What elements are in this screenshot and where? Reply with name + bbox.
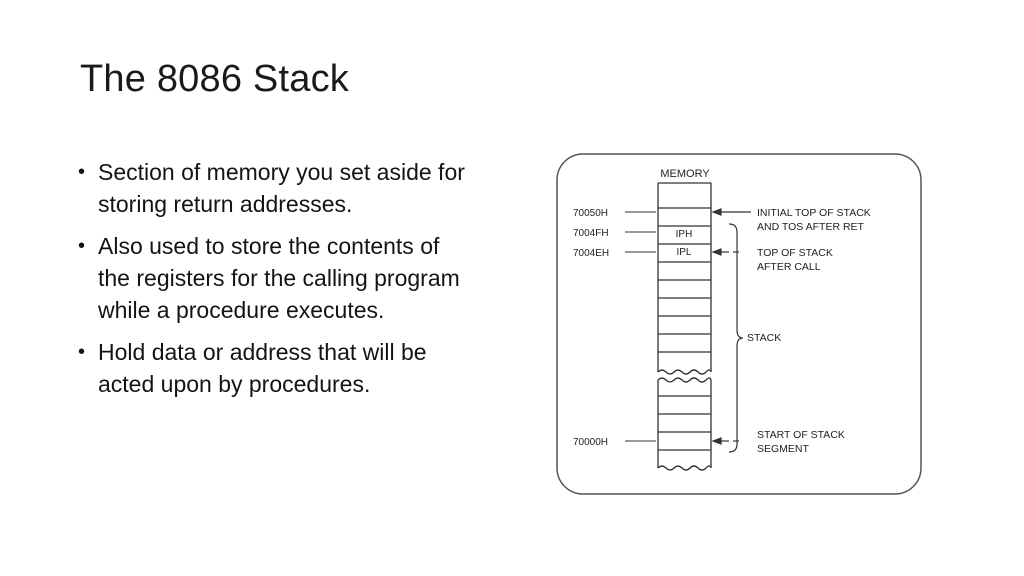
diagram-frame <box>556 153 922 495</box>
address-70000h: 70000H <box>573 437 608 448</box>
annotation-initial-top: INITIAL TOP OF STACK <box>757 207 871 219</box>
annotation-initial-top-2: AND TOS AFTER RET <box>757 221 865 233</box>
annotation-start-segment-2: SEGMENT <box>757 443 810 455</box>
stack-brace <box>728 223 744 453</box>
bullet-dot-icon: • <box>78 235 86 257</box>
bullet-item: • Also used to store the contents of the… <box>78 230 468 326</box>
break-wave-lower <box>657 377 712 383</box>
slide-title: The 8086 Stack <box>80 58 349 100</box>
annotation-top-after-call-2: AFTER CALL <box>757 261 821 273</box>
bullet-text: Section of memory you set aside for stor… <box>98 159 465 217</box>
memory-label: MEMORY <box>660 168 710 180</box>
bullet-dot-icon: • <box>78 161 86 183</box>
cell-iph: IPH <box>676 229 693 240</box>
break-wave-bottom <box>657 465 712 471</box>
address-7004eh: 7004EH <box>573 248 609 259</box>
cell-ipl: IPL <box>676 247 691 258</box>
stack-memory-diagram: MEMORY IPH IPL 70050H 7004FH 7004EH 7000… <box>556 153 922 495</box>
annotation-stack: STACK <box>747 332 781 344</box>
break-wave-upper <box>657 369 712 375</box>
bullet-dot-icon: • <box>78 341 86 363</box>
bullet-text: Hold data or address that will be acted … <box>98 339 427 397</box>
bullet-text: Also used to store the contents of the r… <box>98 233 460 323</box>
address-70050h: 70050H <box>573 208 608 219</box>
bullet-item: • Section of memory you set aside for st… <box>78 156 468 220</box>
bullet-item: • Hold data or address that will be acte… <box>78 336 468 400</box>
memory-column <box>657 182 712 471</box>
bullet-list: • Section of memory you set aside for st… <box>78 156 468 410</box>
pointer-arrows <box>711 208 751 445</box>
address-7004fh: 7004FH <box>573 228 609 239</box>
annotation-top-after-call: TOP OF STACK <box>757 247 833 259</box>
annotation-start-segment: START OF STACK <box>757 429 845 441</box>
